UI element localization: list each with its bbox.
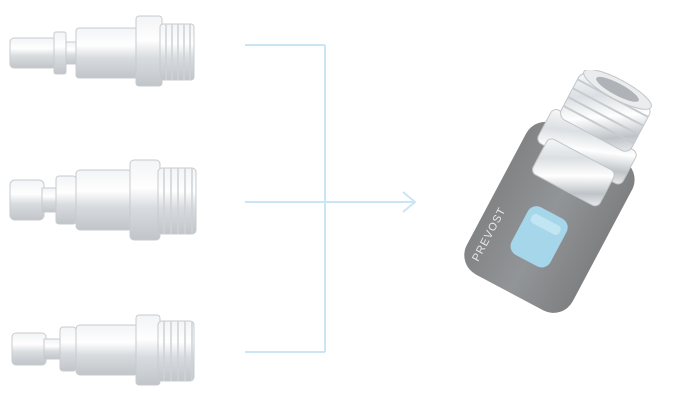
coupler-image: PREVOST bbox=[450, 70, 695, 330]
